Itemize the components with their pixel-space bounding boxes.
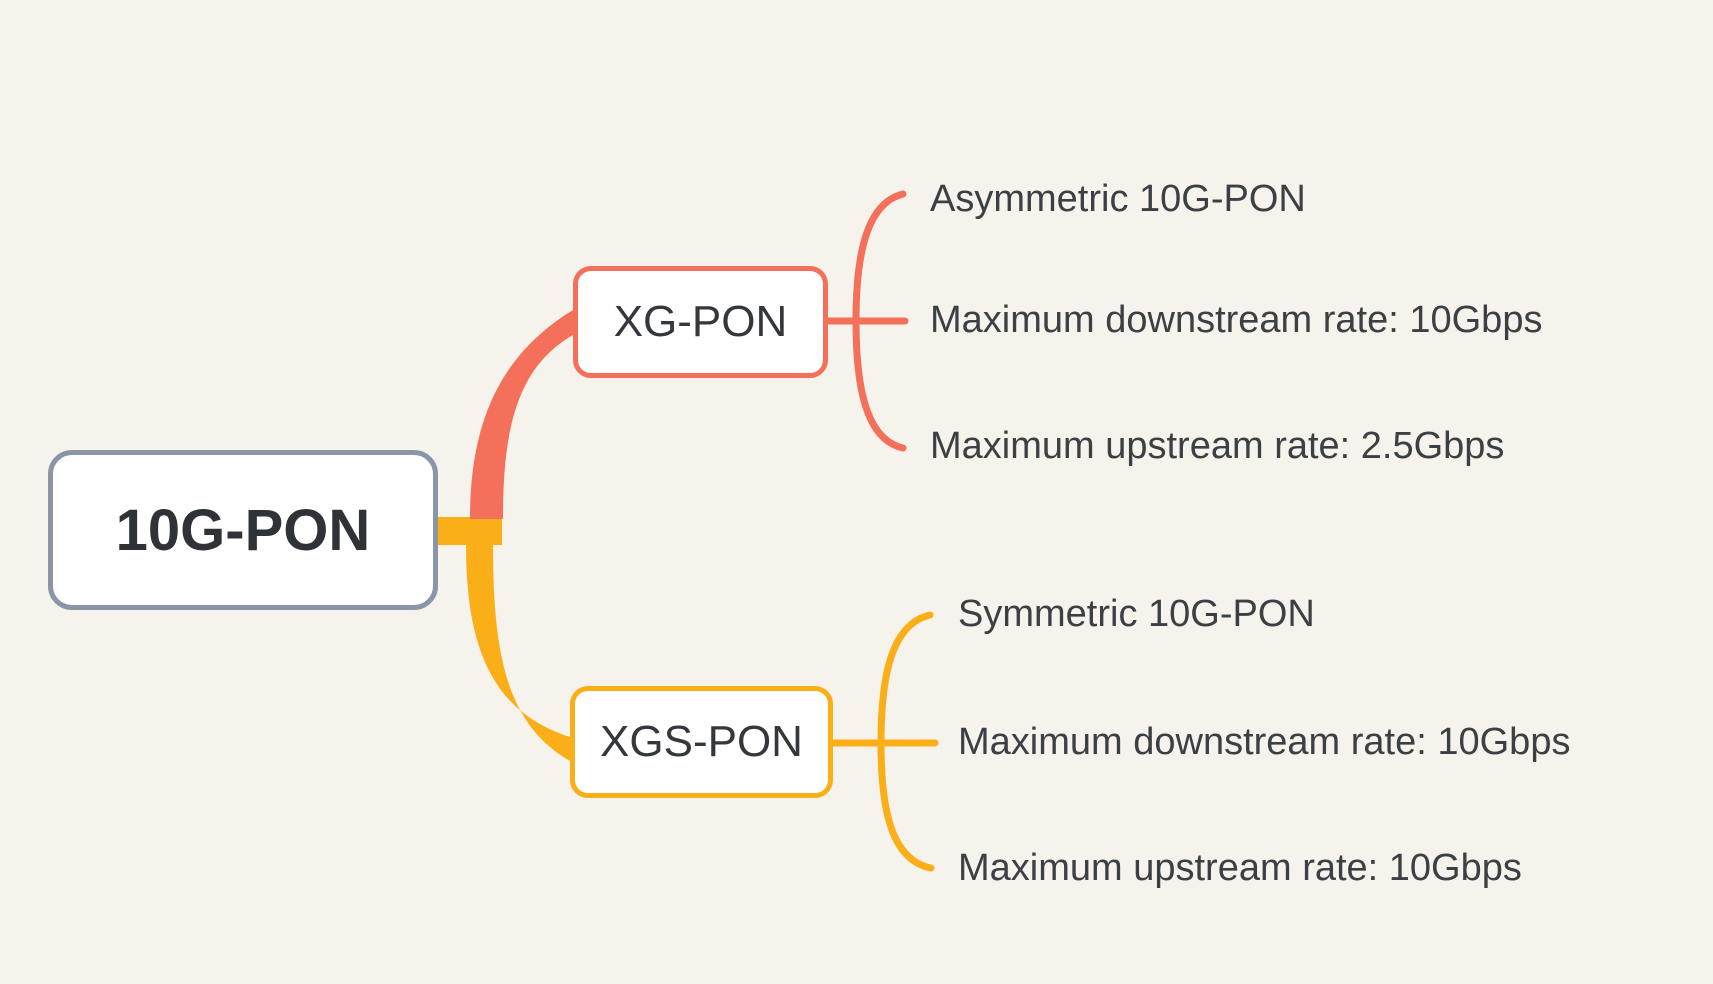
branch-root-to-xg-pon [470,310,573,519]
leaf-topic-xgs-symmetric[interactable]: Symmetric 10G-PON [958,593,1315,636]
leaf-topic-xg-asymmetric[interactable]: Asymmetric 10G-PON [930,178,1306,221]
leaf-topic-xg-upstream[interactable]: Maximum upstream rate: 2.5Gbps [930,425,1505,468]
topic-xg-pon[interactable]: XG-PON [573,266,828,378]
leaf-topic-xgs-downstream[interactable]: Maximum downstream rate: 10Gbps [958,721,1571,764]
leaf-topic-xgs-upstream[interactable]: Maximum upstream rate: 10Gbps [958,847,1522,890]
topic-xgs-pon[interactable]: XGS-PON [570,686,833,798]
branch-root-to-xgs-pon [466,544,570,761]
connector-xg-pon-children-arc [852,190,907,452]
leaf-topic-xg-downstream[interactable]: Maximum downstream rate: 10Gbps [930,299,1543,342]
connector-xgs-pon-children-arc [877,611,935,872]
root-topic[interactable]: 10G-PON [48,450,438,610]
root-connector-stub [435,517,502,545]
